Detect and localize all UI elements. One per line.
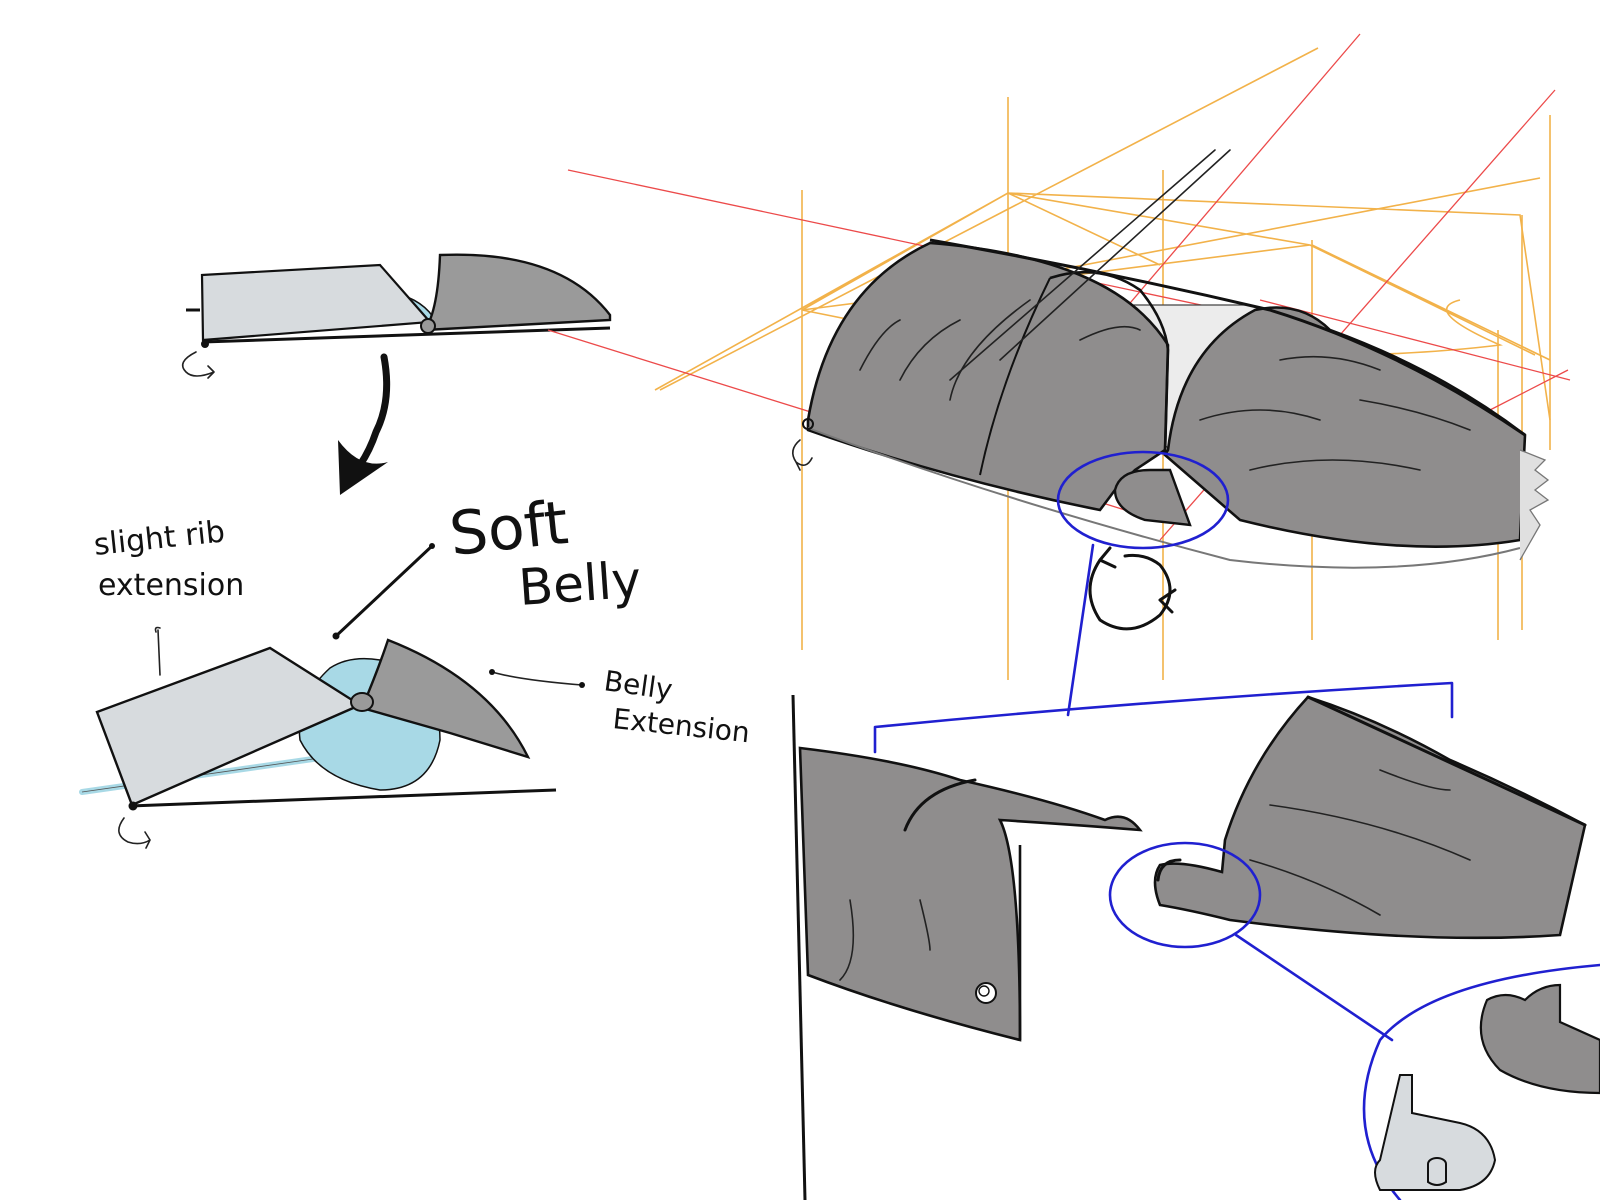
callout-circle-detail [1108, 841, 1262, 949]
rear-shell-perspective [806, 241, 1170, 512]
front-shell-open [360, 638, 531, 759]
rear-panel-closed [200, 263, 433, 342]
front-shell-perspective [1163, 306, 1527, 548]
label-soft: Soft [446, 488, 571, 570]
base-line-open [129, 788, 557, 808]
closed-state-sketch [181, 253, 612, 379]
hinge-zoom-piece [1374, 1074, 1497, 1191]
callout-circle-top [1056, 450, 1230, 550]
rotate-arrow-icon [181, 351, 215, 379]
pivot-point-icon [802, 418, 814, 430]
open-state-sketch [79, 543, 585, 849]
label-slight-rib: slight rib [92, 514, 226, 563]
rotate-arrow-icon [1088, 553, 1172, 631]
pivot-point-icon [201, 340, 209, 348]
pin-hole [975, 982, 997, 1004]
rear-panel-detail [798, 746, 1143, 1042]
assembled-shell [792, 149, 1550, 569]
arrow-down-icon [338, 353, 391, 495]
front-shell-closed [422, 253, 612, 332]
rotate-arrow-icon [118, 817, 151, 849]
label-belly: Belly [517, 551, 643, 617]
hinge-open [350, 692, 374, 712]
rotate-arrow-icon [792, 439, 813, 471]
shell-zoom-piece [1479, 983, 1600, 1095]
pivot-point-icon [128, 801, 138, 811]
front-shell-detail [1153, 695, 1587, 940]
label-belly-ext-2: Extension [611, 702, 751, 749]
base-line-closed [202, 326, 611, 344]
detail-divider [791, 694, 807, 1200]
label-belly-ext-1: Belly [602, 664, 675, 706]
hinge-closed [420, 318, 436, 334]
label-extension: extension [98, 568, 244, 603]
detail-view [791, 694, 1600, 1200]
hinge-callout [873, 450, 1454, 754]
